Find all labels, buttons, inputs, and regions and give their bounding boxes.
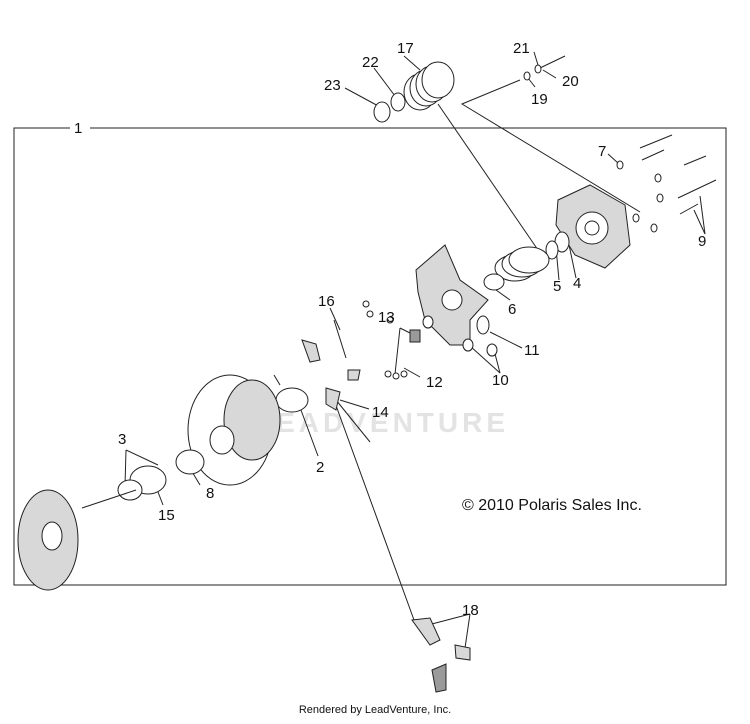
pin-left — [273, 374, 281, 386]
ring-3 — [117, 479, 143, 501]
callout-1: 1 — [74, 120, 82, 137]
callout-labels: 1 2 3 4 5 6 7 8 9 10 11 12 13 14 15 16 1… — [74, 40, 706, 619]
callout-21: 21 — [513, 40, 530, 57]
weight-top — [301, 339, 321, 363]
ring-5 — [545, 240, 559, 260]
weight-mid — [347, 369, 361, 381]
callout-20: 20 — [562, 73, 579, 90]
spider — [415, 244, 489, 346]
ring-22 — [390, 92, 406, 112]
callout-6: 6 — [508, 301, 516, 318]
leader-lines — [124, 51, 706, 649]
roller-10b — [486, 343, 498, 357]
copyright-text: © 2010 Polaris Sales Inc. — [462, 497, 642, 514]
callout-12: 12 — [426, 374, 443, 391]
callout-13: 13 — [378, 309, 395, 326]
callout-18: 18 — [462, 602, 479, 619]
callout-5: 5 — [553, 278, 561, 295]
inner-spring — [494, 246, 550, 282]
footer-credit: Rendered by LeadVenture, Inc. — [298, 704, 452, 716]
callout-16: 16 — [318, 293, 335, 310]
cover-plate — [555, 184, 631, 269]
callout-15: 15 — [158, 507, 175, 524]
callout-23: 23 — [324, 77, 341, 94]
callout-9: 9 — [698, 233, 706, 250]
weights-18 — [411, 617, 471, 693]
assembly-box — [13, 127, 727, 586]
callout-3: 3 — [118, 431, 126, 448]
fixed-sheave — [17, 489, 137, 591]
callout-2: 2 — [316, 459, 324, 476]
roller-11 — [476, 315, 490, 335]
pin-14 — [335, 399, 371, 443]
callout-19: 19 — [531, 91, 548, 108]
callout-4: 4 — [573, 275, 581, 292]
callout-11: 11 — [524, 342, 540, 359]
callout-8: 8 — [206, 485, 214, 502]
callout-14: 14 — [372, 404, 389, 421]
pin-spider — [422, 315, 434, 329]
bolts-9 — [616, 134, 717, 233]
bolt-21 — [523, 55, 566, 81]
callout-7: 7 — [598, 143, 606, 160]
roller-10a — [462, 338, 474, 352]
ring-8 — [175, 449, 205, 475]
bushing-2 — [275, 387, 309, 413]
weight-2 — [325, 387, 341, 411]
spring-17 — [403, 61, 455, 111]
pin-16 — [333, 319, 347, 359]
parts — [17, 55, 717, 693]
callout-17: 17 — [397, 40, 414, 57]
watermark-text: LEADVENTURE — [255, 407, 509, 438]
movable-sheave — [187, 374, 281, 486]
callout-10: 10 — [492, 372, 509, 389]
callout-22: 22 — [362, 54, 379, 71]
ring-23 — [373, 101, 391, 123]
parts-12-13 — [362, 300, 421, 380]
leadventure-watermark: LEADVENTURE — [255, 407, 509, 438]
bushing-6 — [483, 273, 505, 291]
